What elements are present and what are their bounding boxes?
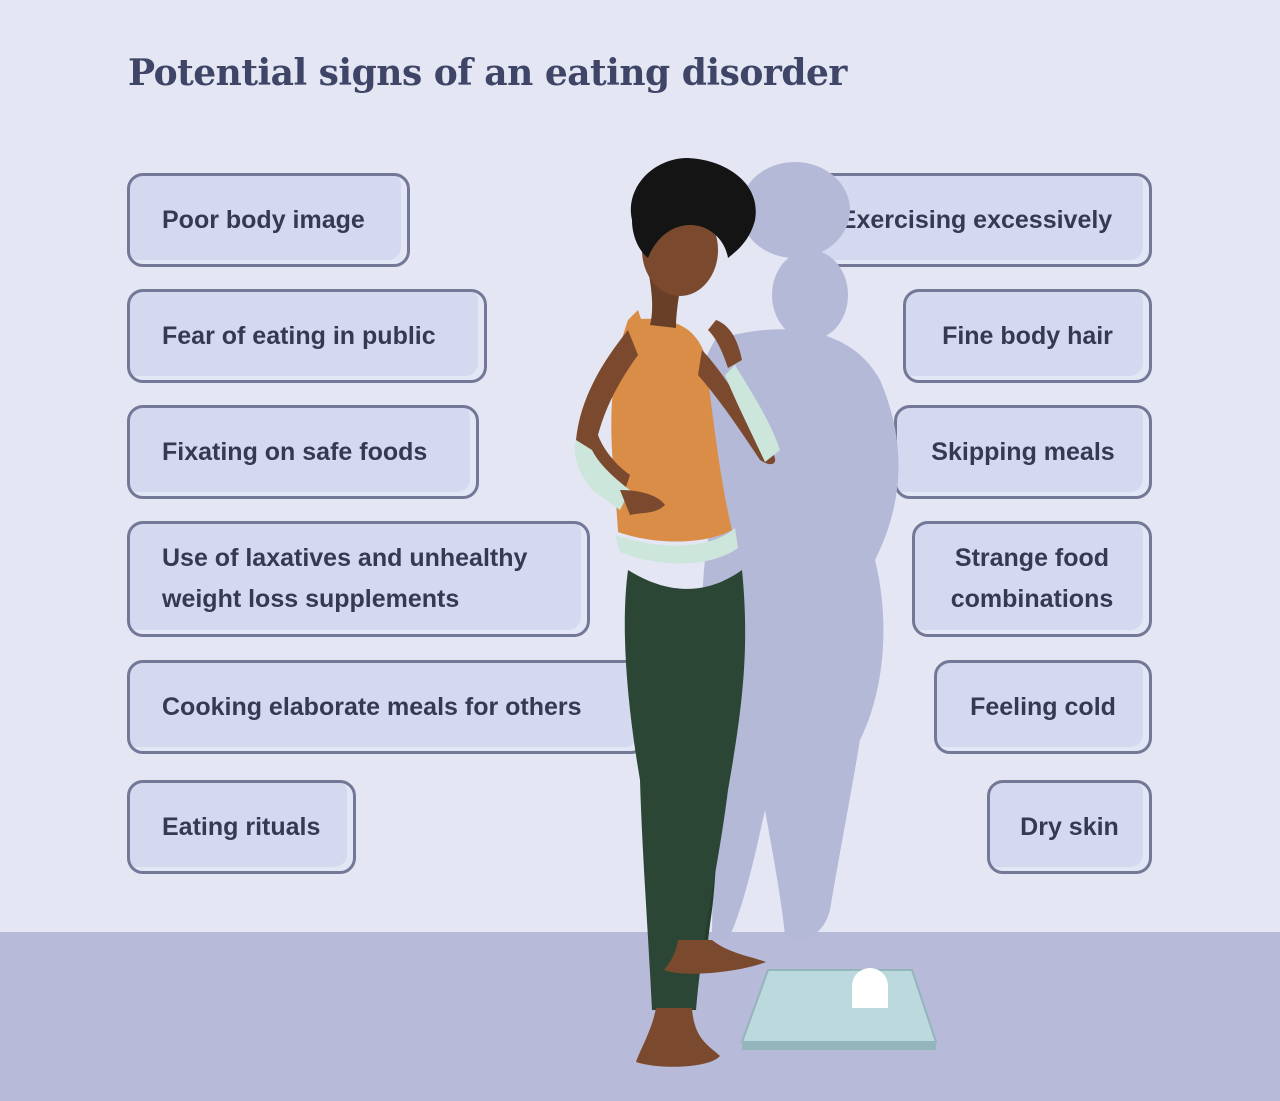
sign-strange-food-combinations: Strange food combinations	[912, 521, 1152, 637]
sign-label: Dry skin	[1020, 812, 1119, 841]
woman	[574, 158, 780, 1067]
sign-label: Eating rituals	[162, 812, 321, 841]
sign-label: Use of laxatives and unhealthy weight lo…	[162, 544, 528, 613]
woman-with-scale-illustration	[574, 158, 938, 1067]
sign-label: Fine body hair	[942, 321, 1113, 350]
sign-cooking-for-others: Cooking elaborate meals for others	[127, 660, 647, 754]
floor	[0, 932, 1280, 1101]
sign-label: Cooking elaborate meals for others	[162, 692, 582, 721]
sign-poor-body-image: Poor body image	[127, 173, 410, 267]
sign-label: Exercising excessively	[839, 205, 1113, 234]
page-title: Potential signs of an eating disorder	[128, 52, 847, 94]
sign-fear-of-eating-in-public: Fear of eating in public	[127, 289, 487, 383]
sign-eating-rituals: Eating rituals	[127, 780, 356, 874]
sign-label: Feeling cold	[970, 692, 1116, 721]
body-shadow	[693, 162, 899, 940]
sign-label: Strange food combinations	[950, 544, 1114, 613]
sign-label: Fixating on safe foods	[162, 437, 428, 466]
sign-label: Fear of eating in public	[162, 321, 436, 350]
sign-fixating-on-safe-foods: Fixating on safe foods	[127, 405, 479, 499]
sign-skipping-meals: Skipping meals	[894, 405, 1152, 499]
sign-fine-body-hair: Fine body hair	[903, 289, 1152, 383]
bathroom-scale	[740, 968, 938, 1050]
sign-label: Skipping meals	[931, 437, 1115, 466]
sign-dry-skin: Dry skin	[987, 780, 1152, 874]
sign-feeling-cold: Feeling cold	[934, 660, 1152, 754]
sign-exercising-excessively: Exercising excessively	[800, 173, 1152, 267]
sign-laxatives-supplements: Use of laxatives and unhealthy weight lo…	[127, 521, 590, 637]
sign-label: Poor body image	[162, 205, 365, 234]
